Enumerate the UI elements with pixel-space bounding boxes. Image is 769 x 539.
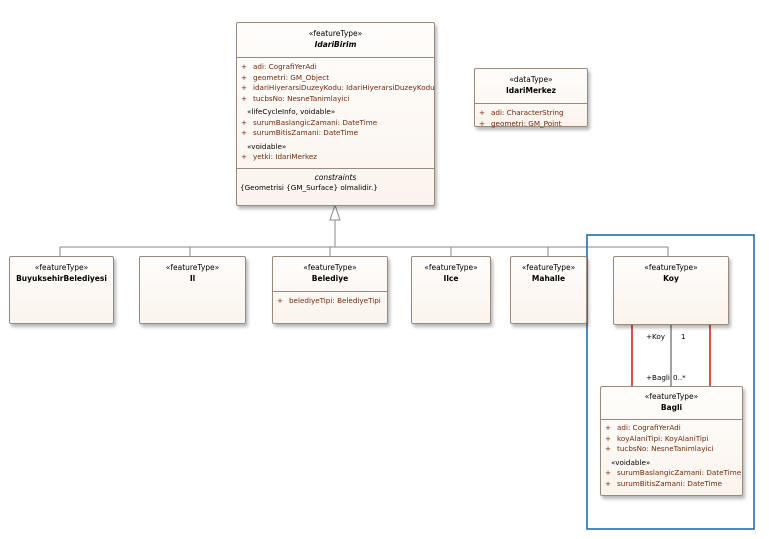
stereotype-label: «featureType»: [308, 29, 363, 38]
class-koy[interactable]: «featureType» Koy: [613, 256, 729, 325]
class-ilce[interactable]: «featureType» Ilce: [411, 256, 491, 324]
generalization-arrowhead: [329, 203, 341, 221]
class-mahalle[interactable]: «featureType» Mahalle: [510, 256, 587, 324]
stereotype-label: «featureType»: [521, 263, 576, 272]
attribute-group-label: «lifeCycleInfo, voidable»: [247, 107, 336, 116]
stereotype-label: «featureType»: [165, 263, 220, 272]
association-multiplicity-koy: 1: [681, 332, 686, 341]
constraint-text: {Geometrisi {GM_Surface} olmalidir.}: [240, 182, 378, 192]
attribute-row: +belediyeTipi: BelediyeTipi: [277, 296, 381, 305]
class-idari-merkez[interactable]: «dataType» IdariMerkez +adi: CharacterSt…: [474, 68, 588, 128]
stereotype-label: «featureType»: [303, 263, 357, 272]
class-name: Bagli: [660, 403, 683, 412]
attribute-row: +tucbsNo: NesneTanimlayici: [605, 444, 714, 453]
attribute-row: +adi: CharacterString: [479, 108, 564, 117]
stereotype-label: «featureType»: [644, 263, 698, 272]
class-buyuksehir-belediyesi[interactable]: «featureType» BuyuksehirBelediyesi: [9, 256, 114, 324]
association-role-bagli: +Bagli: [646, 373, 670, 382]
class-name: Il: [189, 274, 196, 283]
attribute-row: +geometri: GM_Object: [241, 72, 330, 82]
attribute-row: +koyAlaniTipi: KoyAlaniTipi: [605, 433, 709, 443]
constraints-title: constraints: [314, 172, 357, 182]
attribute-row: +geometri: GM_Point: [479, 118, 562, 128]
stereotype-label: «featureType»: [644, 392, 699, 401]
attribute-row: +adi: CografiYerAdi: [241, 62, 317, 71]
attribute-row: +surumBaslangicZamani: DateTime: [241, 117, 378, 127]
attribute-row: +tucbsNo: NesneTanimlayici: [241, 93, 350, 103]
class-name: Ilce: [443, 274, 459, 283]
association-multiplicity-bagli: 0..*: [673, 373, 686, 382]
class-name: Koy: [663, 274, 679, 283]
attribute-row: +surumBitisZamani: DateTime: [605, 478, 723, 488]
class-belediye[interactable]: «featureType» Belediye +belediyeTipi: Be…: [272, 256, 388, 324]
class-name: Belediye: [311, 274, 349, 283]
attribute-group-label: «voidable»: [611, 457, 651, 467]
attribute-row: +surumBaslangicZamani: DateTime: [605, 468, 742, 477]
attribute-row: +yetki: IdariMerkez: [241, 152, 318, 161]
class-bagli[interactable]: «featureType» Bagli +adi: CografiYerAdi …: [600, 386, 743, 496]
stereotype-label: «featureType»: [34, 263, 89, 272]
attribute-row: +adi: CografiYerAdi: [605, 423, 681, 432]
association-role-koy: +Koy: [646, 332, 666, 341]
class-name: IdariMerkez: [506, 86, 556, 95]
attribute-group-label: «voidable»: [247, 141, 287, 151]
attribute-row: +idariHiyerarsiDuzeyKodu: IdariHiyerarsi…: [241, 83, 435, 92]
stereotype-label: «dataType»: [509, 75, 553, 84]
class-name: IdariBirim: [314, 40, 357, 49]
attribute-row: +surumBitisZamani: DateTime: [241, 128, 359, 137]
class-name: BuyuksehirBelediyesi: [16, 274, 107, 283]
stereotype-label: «featureType»: [424, 263, 478, 272]
class-il[interactable]: «featureType» Il: [139, 256, 246, 324]
highlight-box-blue: [586, 234, 755, 530]
class-name: Mahalle: [531, 274, 566, 283]
class-idari-birim[interactable]: «featureType» IdariBirim +adi: CografiYe…: [236, 22, 435, 206]
